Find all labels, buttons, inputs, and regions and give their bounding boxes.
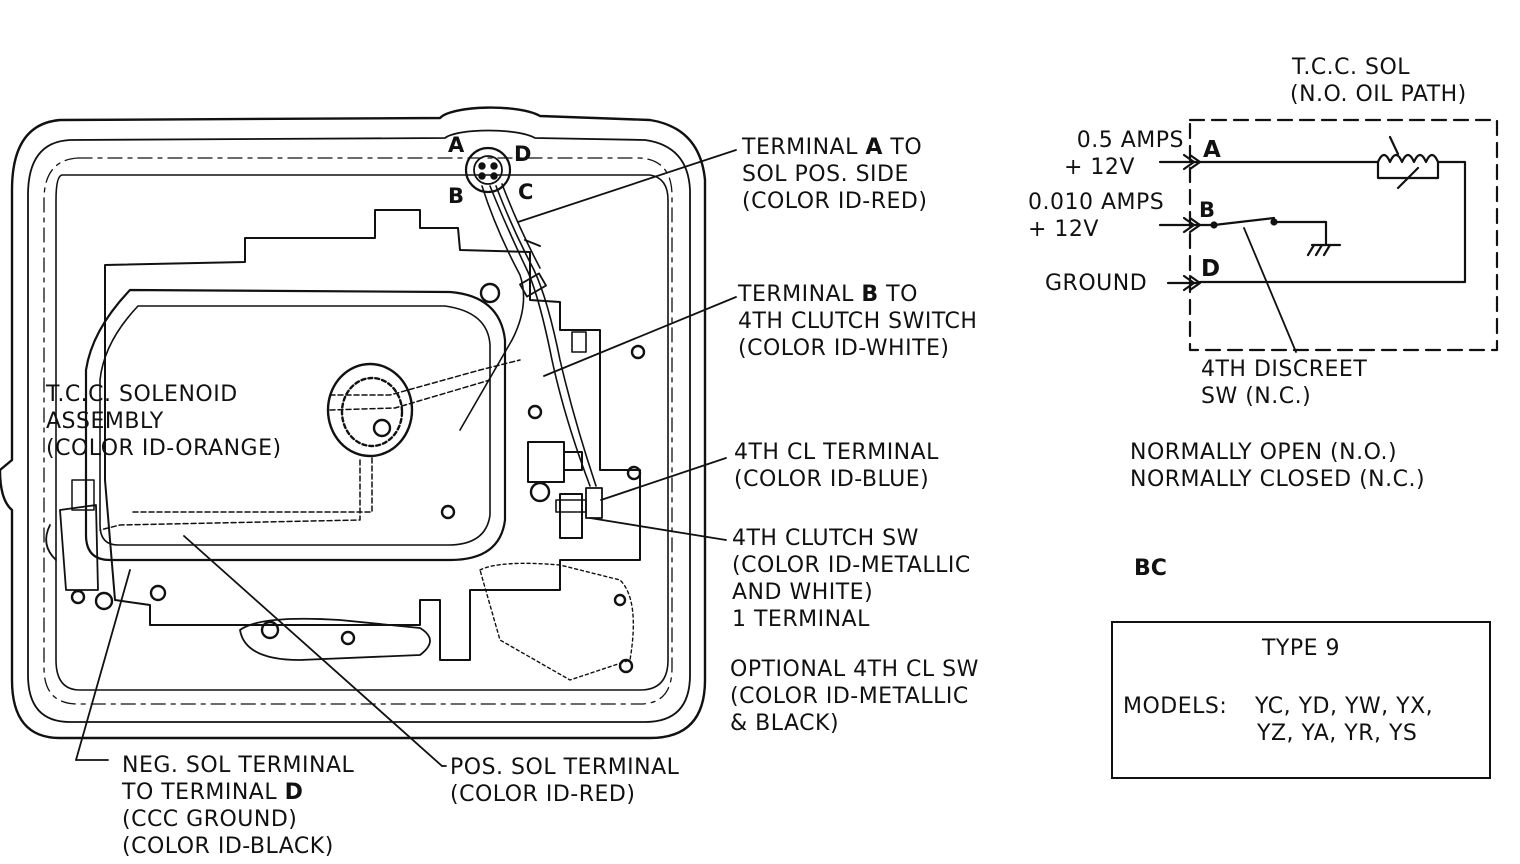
callout-line: 4TH CL TERMINAL [734, 440, 939, 465]
schematic-switch-label: 4TH DISCREET SW (N.C.) [1201, 356, 1367, 410]
callout-line: 4TH CLUTCH SWITCH [738, 309, 978, 334]
models-line: YZ, YA, YR, YS [1257, 721, 1418, 746]
callout-pos-sol: POS. SOL TERMINAL (COLOR ID-RED) [450, 754, 679, 808]
oil-pan-drawing [0, 106, 707, 740]
callout-line: (COLOR ID-METALLIC [732, 553, 971, 578]
legend: NORMALLY OPEN (N.O.) NORMALLY CLOSED (N.… [1130, 439, 1425, 493]
models-line: YC, YD, YW, YX, [1255, 694, 1434, 719]
schematic-pin-a: A [1203, 137, 1221, 163]
schematic-line: 4TH DISCREET [1201, 357, 1368, 382]
connector-letter-a: A [448, 133, 465, 157]
callout-line: AND WHITE) [732, 580, 874, 605]
callout-tcc-solenoid: T.C.C. SOLENOID ASSEMBLY (COLOR ID-ORANG… [46, 381, 282, 462]
callout-4th-cl-terminal: 4TH CL TERMINAL (COLOR ID-BLUE) [734, 439, 939, 493]
callout-line: (COLOR ID-BLACK) [122, 834, 334, 859]
models-label: MODELS: [1123, 694, 1228, 719]
callout-neg-sol: NEG. SOL TERMINAL TO TERMINAL D (CCC GRO… [122, 752, 354, 860]
schematic-drawing [1158, 118, 1499, 353]
model-code: BC [1134, 556, 1167, 581]
schematic-pin-d: D [1201, 256, 1221, 282]
callout-terminal-b: TERMINAL B TO 4TH CLUTCH SWITCH (COLOR I… [738, 281, 977, 362]
callout-line: 1 TERMINAL [732, 607, 870, 632]
callout-line: NEG. SOL TERMINAL [122, 753, 355, 778]
schematic-ground: GROUND [1045, 271, 1148, 296]
connector-letter-b: B [448, 184, 465, 208]
schematic-input-b: 0.010 AMPS + 12V [1028, 189, 1164, 243]
callout-line: ASSEMBLY [46, 409, 164, 434]
schematic-sol-title: T.C.C. SOL (N.O. OIL PATH) [1290, 54, 1467, 108]
legend-normally-closed: NORMALLY CLOSED (N.C.) [1130, 467, 1426, 492]
callout-line: TERMINAL A TO [742, 135, 923, 160]
schematic-pin-b: B [1199, 198, 1216, 222]
type-box: TYPE 9 MODELS: YC, YD, YW, YX, YZ, YA, Y… [1111, 621, 1491, 779]
callout-optional-sw: OPTIONAL 4TH CL SW (COLOR ID-METALLIC & … [730, 656, 979, 737]
callout-terminal-a: TERMINAL A TO SOL POS. SIDE (COLOR ID-RE… [742, 134, 927, 215]
schematic-line: T.C.C. SOL [1292, 55, 1411, 80]
schematic-line: 0.010 AMPS [1028, 190, 1165, 215]
schematic-line: + 12V [1028, 217, 1099, 242]
callout-line: SOL POS. SIDE [742, 162, 909, 187]
callout-line: TERMINAL B TO [738, 282, 918, 307]
schematic-input-a: 0.5 AMPS + 12V [1064, 127, 1184, 181]
callout-line: TO TERMINAL D [122, 780, 304, 805]
callout-line: OPTIONAL 4TH CL SW [730, 657, 979, 682]
connector-letter-d: D [514, 142, 532, 166]
callout-line: & BLACK) [730, 711, 840, 736]
models-list: YC, YD, YW, YX, YZ, YA, YR, YS [1255, 693, 1433, 747]
legend-normally-open: NORMALLY OPEN (N.O.) [1130, 440, 1398, 465]
callout-line: T.C.C. SOLENOID [46, 382, 238, 407]
schematic-line: + 12V [1064, 155, 1135, 180]
callout-line: (COLOR ID-RED) [742, 189, 928, 214]
callout-line: (COLOR ID-WHITE) [738, 336, 950, 361]
connector-letter-c: C [518, 180, 534, 204]
callout-line: (COLOR ID-ORANGE) [46, 436, 282, 461]
callout-line: (COLOR ID-METALLIC [730, 684, 969, 709]
callout-4th-clutch-sw: 4TH CLUTCH SW (COLOR ID-METALLIC AND WHI… [732, 525, 971, 633]
callout-line: (COLOR ID-BLUE) [734, 467, 930, 492]
callout-line: POS. SOL TERMINAL [450, 755, 680, 780]
schematic-line: (N.O. OIL PATH) [1290, 82, 1467, 107]
schematic-line: SW (N.C.) [1201, 384, 1312, 409]
callout-line: 4TH CLUTCH SW [732, 526, 919, 551]
type-title: TYPE 9 [1261, 636, 1341, 661]
callout-line: (CCC GROUND) [122, 807, 298, 832]
schematic-line: 0.5 AMPS [1076, 128, 1184, 153]
leader-lines [75, 149, 737, 767]
callout-line: (COLOR ID-RED) [450, 782, 636, 807]
